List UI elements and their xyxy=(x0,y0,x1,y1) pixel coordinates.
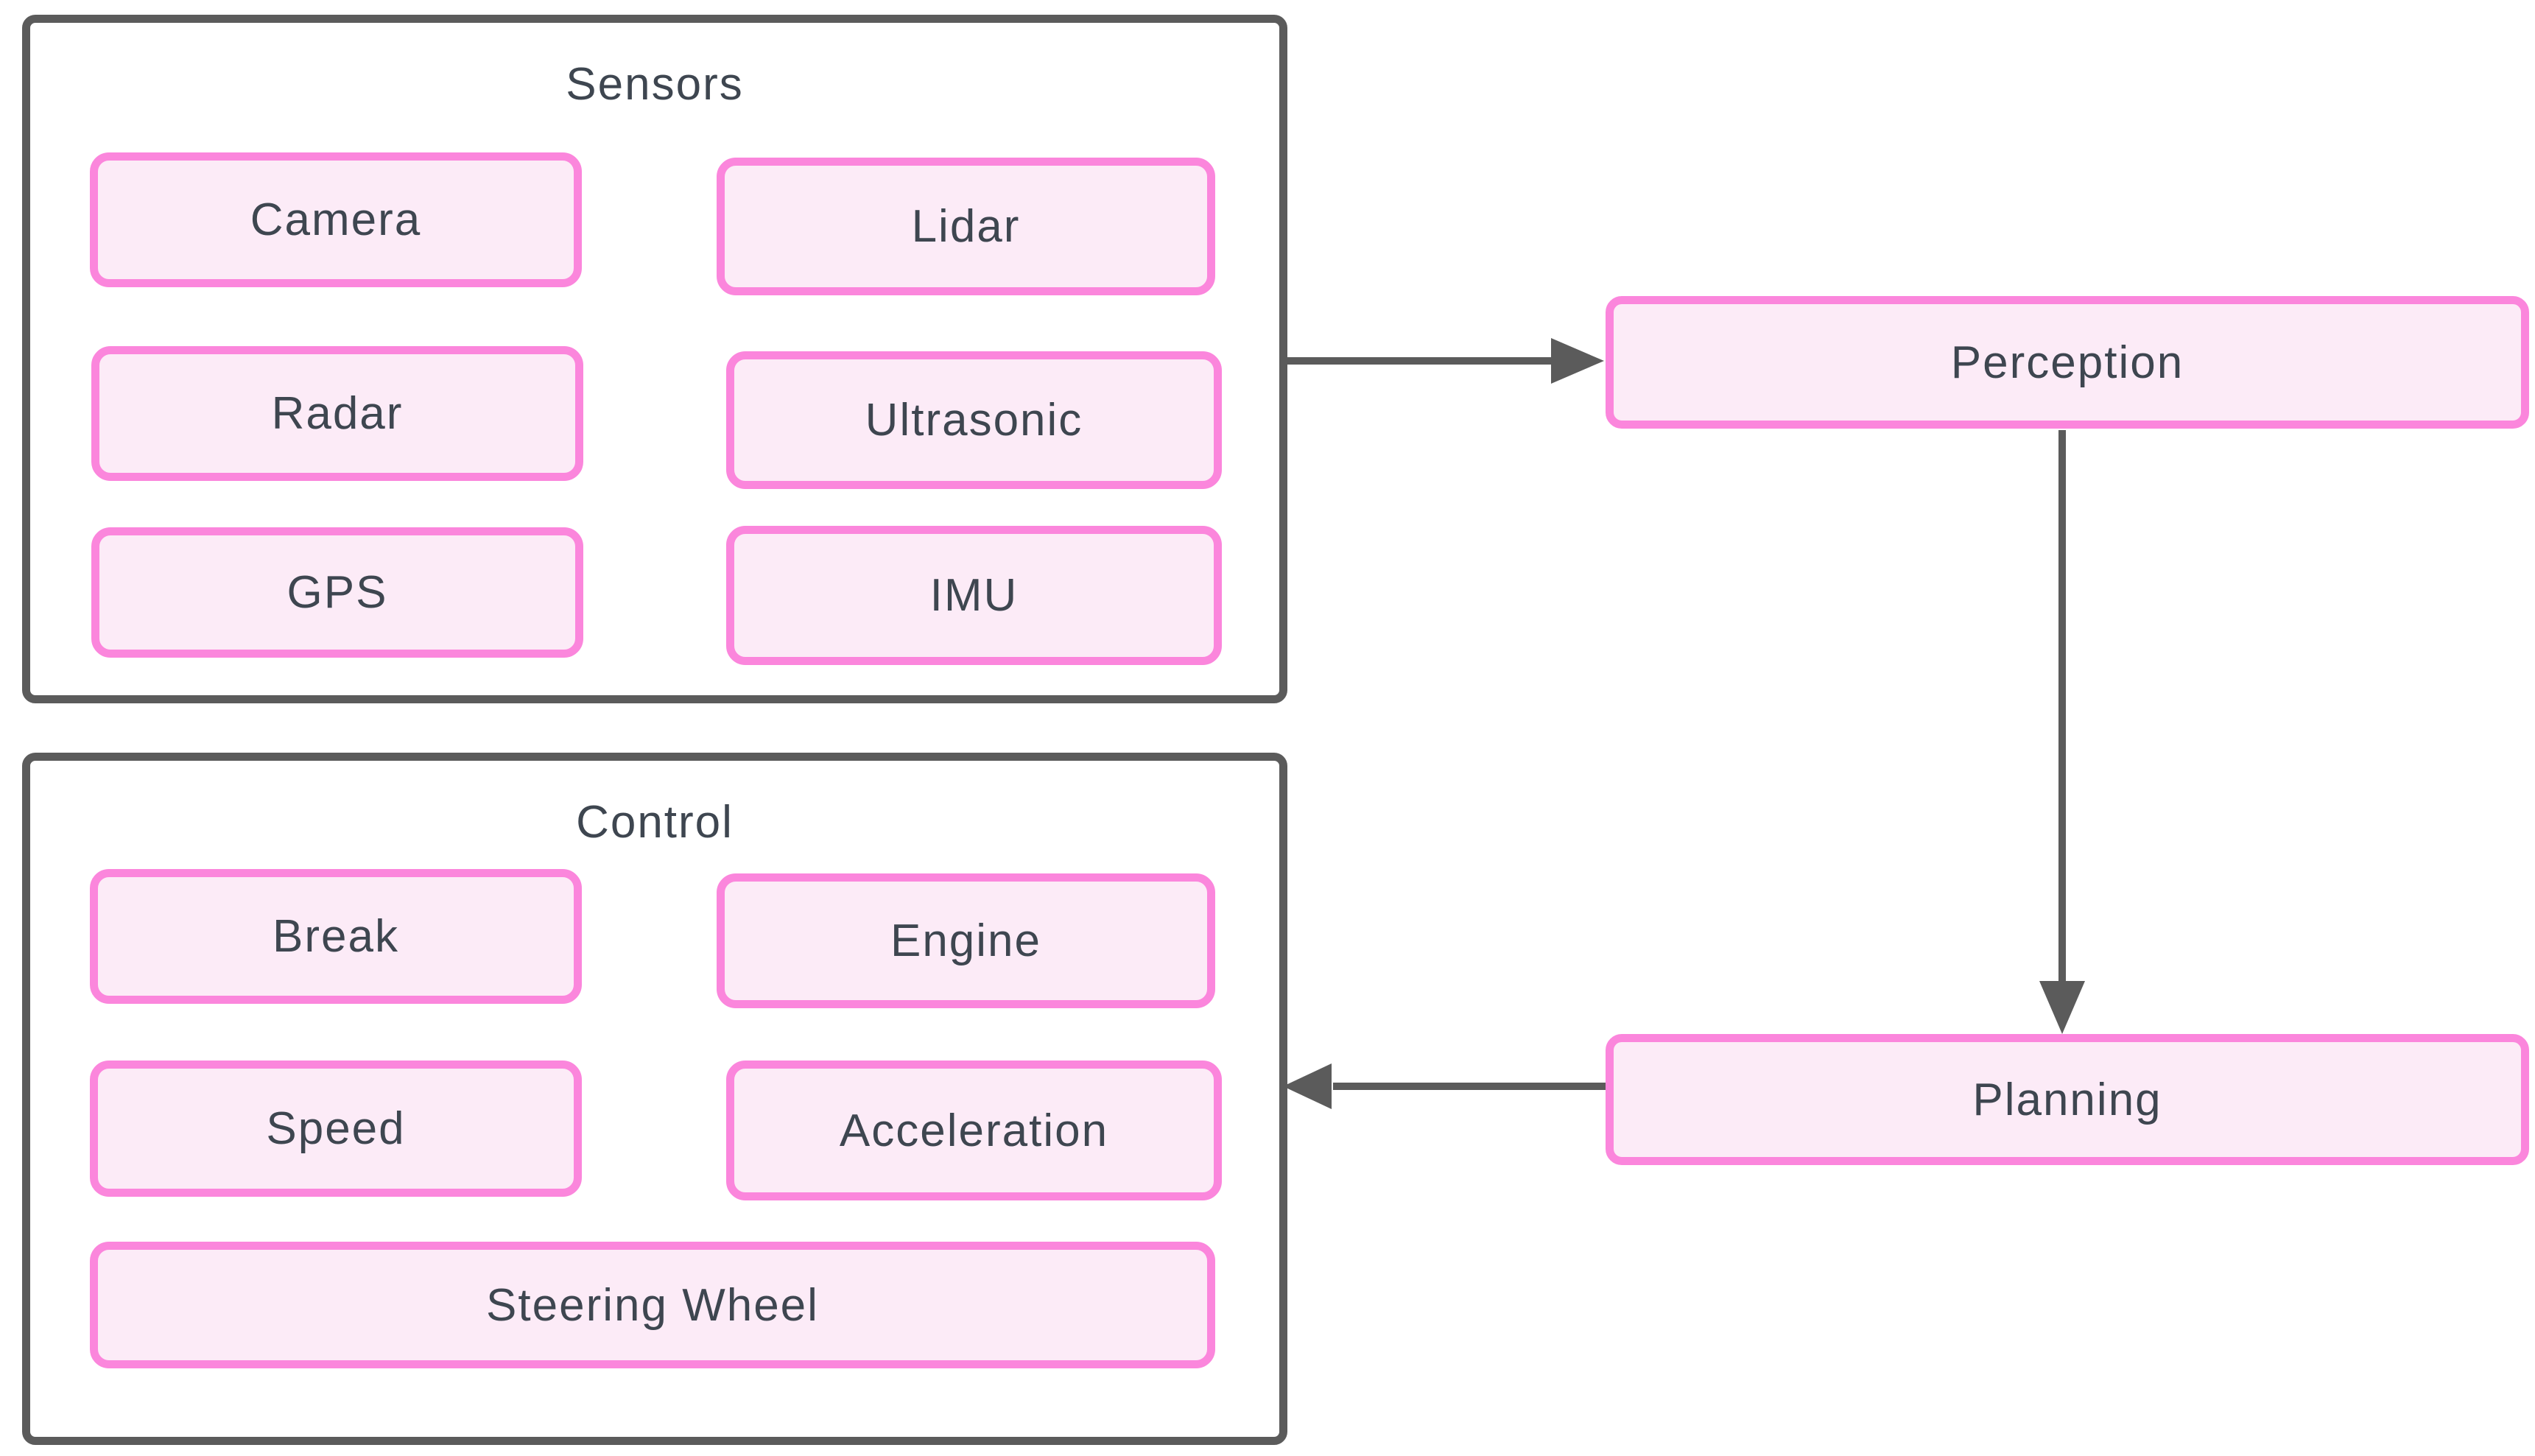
node-gps: GPS xyxy=(91,527,583,658)
node-camera: Camera xyxy=(90,152,582,287)
node-planning: Planning xyxy=(1606,1034,2529,1165)
node-lidar: Lidar xyxy=(717,158,1215,295)
arrow-planning-to-control xyxy=(1283,1063,1606,1109)
node-speed: Speed xyxy=(90,1061,582,1197)
node-radar: Radar xyxy=(91,346,583,481)
node-break: Break xyxy=(90,869,582,1004)
node-perception: Perception xyxy=(1606,296,2529,429)
node-imu: IMU xyxy=(726,526,1222,665)
sensors-group-title: Sensors xyxy=(566,59,744,110)
node-steering-wheel: Steering Wheel xyxy=(90,1242,1215,1368)
arrow-sensors-to-perception xyxy=(1287,338,1604,384)
node-ultrasonic: Ultrasonic xyxy=(726,351,1222,489)
sensors-group: Sensors xyxy=(22,15,1287,703)
node-engine: Engine xyxy=(717,873,1215,1008)
arrow-perception-to-planning xyxy=(2039,430,2085,1034)
node-acceleration: Acceleration xyxy=(726,1061,1222,1200)
control-group-title: Control xyxy=(576,797,734,848)
